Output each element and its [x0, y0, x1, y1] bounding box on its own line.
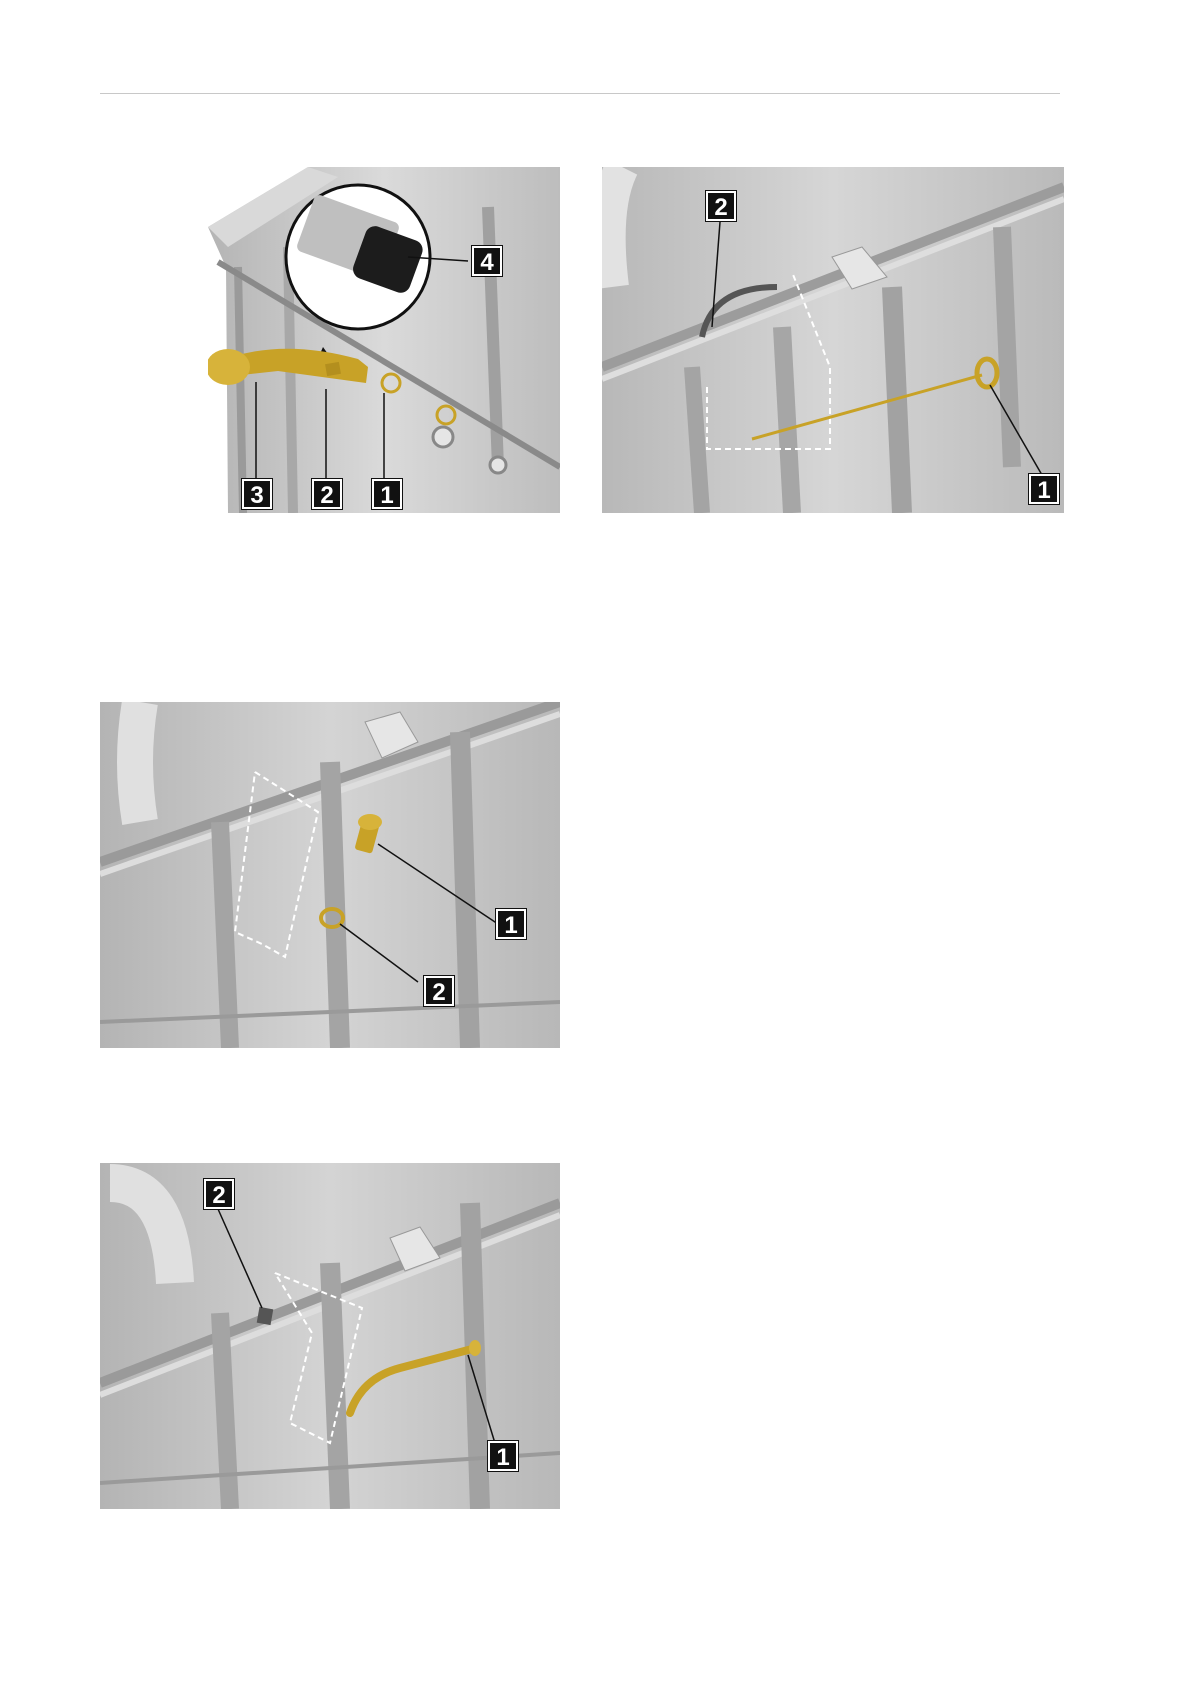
callout-1: 1 — [372, 479, 402, 509]
callout-2: 2 — [312, 479, 342, 509]
callout-1: 1 — [496, 909, 526, 939]
figure-2-illustration — [602, 167, 1064, 513]
callout-1: 1 — [488, 1441, 518, 1471]
callout-4: 4 — [472, 246, 502, 276]
figure-3-guide-screw-removal: 1 2 — [100, 702, 560, 1048]
figure-3-illustration — [100, 702, 560, 1048]
figure-4-guide-tube-removal: 1 2 — [100, 1163, 560, 1509]
figure-1-oil-pan-dipstick-guide: 4 3 2 1 — [208, 167, 560, 513]
callout-2: 2 — [424, 976, 454, 1006]
callout-1: 1 — [1029, 474, 1059, 504]
callout-3: 3 — [242, 479, 272, 509]
figure-2-dipstick-removal: 1 2 — [602, 167, 1064, 513]
figure-1-illustration — [208, 167, 560, 513]
header-rule — [100, 93, 1060, 94]
callout-2: 2 — [204, 1179, 234, 1209]
callout-2: 2 — [706, 191, 736, 221]
